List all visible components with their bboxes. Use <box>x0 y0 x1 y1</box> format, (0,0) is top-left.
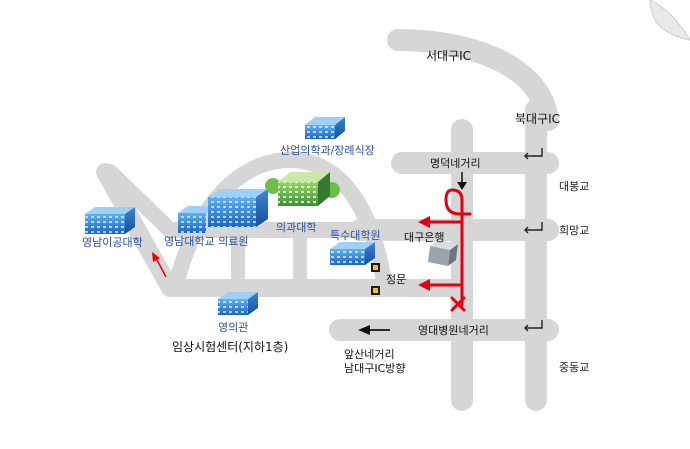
university-hospital-building <box>178 189 268 233</box>
bukdaegu-ic-label: 북대구IC <box>515 112 561 126</box>
route-arrow-bank <box>418 216 430 228</box>
myeongdeok-intersection-label: 명덕네거리 <box>430 157 481 170</box>
annex-label: 영의관 <box>218 321 249 334</box>
start-marker <box>450 296 466 312</box>
direction-line-2: 남대구IC방향 <box>344 362 406 375</box>
road-arc-upper <box>387 29 559 131</box>
medical-college-label: 의과대학 <box>276 221 317 234</box>
industrial-medicine-label: 산업의학과/장례식장 <box>280 144 375 157</box>
university-hospital-label: 영남대학교 의료원 <box>164 235 249 248</box>
page-curl <box>649 0 690 41</box>
turn-markers <box>524 148 543 332</box>
daegu-bank-building <box>428 240 458 266</box>
medical-college-building <box>265 172 340 206</box>
direction-line-1: 앞산네거리 <box>344 348 395 361</box>
daegu-bank-label: 대구은행 <box>404 231 445 244</box>
industrial-medicine-building <box>305 117 345 139</box>
south-direction-arrow <box>358 325 390 335</box>
jungdong-bridge-label: 중동교 <box>559 361 590 374</box>
main-gate-label: 정문 <box>386 273 407 286</box>
road-network <box>96 29 559 411</box>
route-arrow-gate <box>418 279 430 291</box>
special-college-label: 특수대학원 <box>330 229 381 242</box>
science-college-arrow <box>152 252 167 278</box>
clinical-center-label: 임상시험센터(지하1층) <box>172 340 289 354</box>
science-college-building <box>85 207 135 234</box>
road-campus-left-diag <box>102 164 178 238</box>
science-college-label: 영남이공대학 <box>82 236 143 249</box>
daebong-bridge-label: 대봉교 <box>559 180 590 193</box>
annex-building <box>218 292 258 315</box>
myeongdeok-down-arrow <box>457 172 467 190</box>
huimang-bridge-label: 희망교 <box>559 224 590 237</box>
road-campus-main <box>96 163 461 297</box>
route-path <box>428 188 472 307</box>
hospital-intersection-label: 영대병원네거리 <box>418 324 489 337</box>
special-college-building <box>330 242 375 265</box>
seodaegu-ic-label: 서대구IC <box>426 49 472 63</box>
